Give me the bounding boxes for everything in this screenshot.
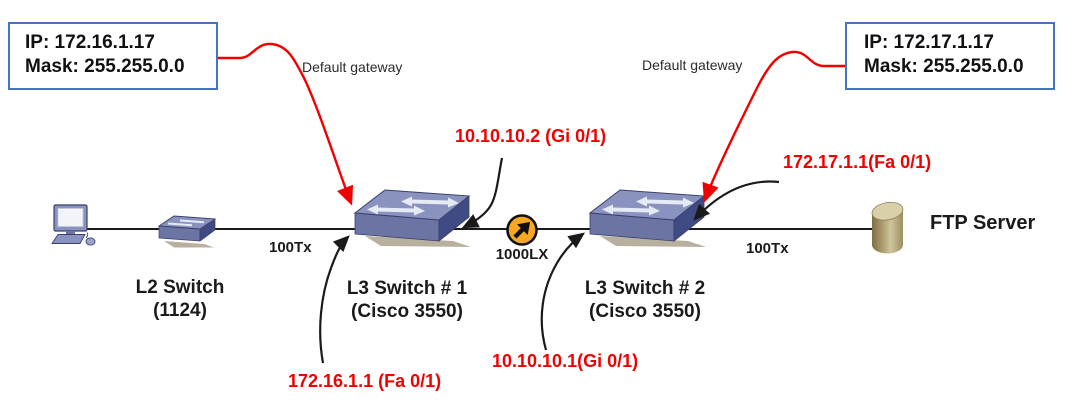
fiber-uplink-icon (506, 214, 538, 246)
host-callout-left: IP: 172.16.1.17 Mask: 255.255.0.0 (8, 22, 218, 90)
link-speed-left: 100Tx (269, 239, 312, 256)
host-left-mask: Mask: 255.255.0.0 (25, 56, 185, 77)
default-gateway-arrow-left (214, 42, 354, 206)
callout-arrow-sw1-fa01 (319, 235, 350, 364)
desktop-computer-icon (51, 204, 96, 246)
l3-switch-2-model: (Cisco 3550) (589, 301, 701, 322)
default-gateway-label-right: Default gateway (642, 57, 743, 73)
ftp-server-label: FTP Server (930, 212, 1036, 234)
switch-arrow-glyph (167, 222, 193, 227)
switch-arrow-glyph (179, 219, 205, 224)
default-gateway-arrow-right (702, 50, 846, 203)
callout-arrow-sw2-gi01 (540, 232, 586, 351)
mouse-icon (85, 237, 96, 246)
default-gateway-label-left: Default gateway (302, 59, 403, 75)
link-speed-fiber: 1000LX (495, 246, 549, 263)
l3-switch-1-label: L3 Switch # 1 (Cisco 3550) (327, 277, 487, 323)
link-speed-right: 100Tx (746, 240, 789, 257)
callout-arrow-sw2-fa01 (693, 180, 780, 221)
l3-switch-1-model: (Cisco 3550) (351, 301, 463, 322)
interface-label-sw2-fa01: 172.17.1.1(Fa 0/1) (783, 152, 932, 172)
interface-label-sw2-gi01: 10.10.10.1(Gi 0/1) (492, 351, 639, 371)
l2-switch-icon (157, 215, 217, 248)
l3-switch-2-icon (589, 189, 707, 248)
host-left-ip: IP: 172.16.1.17 (25, 32, 155, 53)
l2-switch-label: L2 Switch (1124) (115, 276, 245, 322)
l3-switch-1-name: L3 Switch # 1 (346, 278, 468, 299)
callout-arrow-sw1-gi01 (461, 157, 504, 229)
interface-label-sw1-fa01: 172.16.1.1 (Fa 0/1) (288, 371, 442, 391)
l3-switch-2-name: L3 Switch # 2 (584, 278, 706, 299)
mouse-cable (85, 232, 89, 239)
l2-switch-name: L2 Switch (135, 277, 225, 298)
host-right-mask: Mask: 255.255.0.0 (864, 56, 1024, 77)
interface-label-sw1-gi01: 10.10.10.2 (Gi 0/1) (455, 126, 607, 146)
l3-switch-2-label: L3 Switch # 2 (Cisco 3550) (565, 277, 725, 323)
server-cylinder-icon (871, 201, 904, 254)
l3-switch-1-icon (354, 189, 472, 248)
l2-switch-model: (1124) (153, 300, 207, 321)
host-callout-right: IP: 172.17.1.17 Mask: 255.255.0.0 (845, 22, 1055, 90)
host-right-ip: IP: 172.17.1.17 (864, 32, 994, 53)
